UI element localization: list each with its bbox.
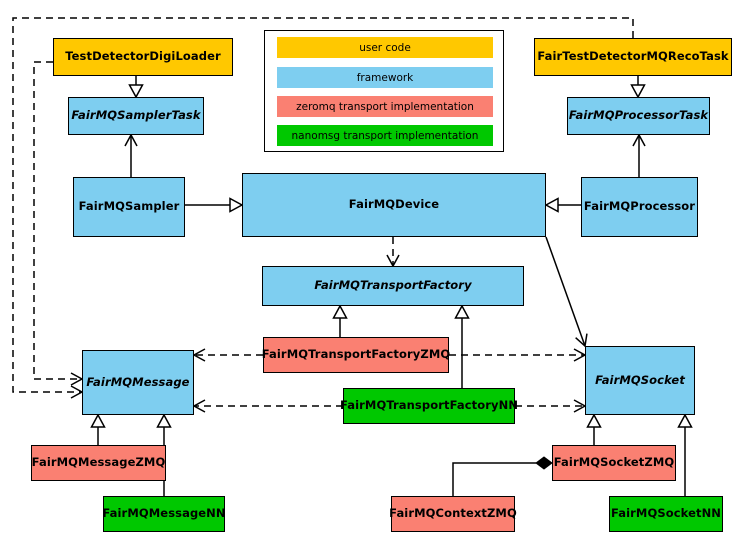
class-box-label: FairMQSamplerTask bbox=[71, 108, 201, 123]
class-box-FairMQTransportFactoryNN[interactable]: FairMQTransportFactoryNN bbox=[340, 388, 518, 424]
legend-swatch-0: user code bbox=[277, 37, 493, 58]
edge-generalization-factorynn-to-factory bbox=[454, 304, 470, 388]
legend-swatch-label: user code bbox=[359, 41, 411, 54]
legend-panel: user code framework zeromq transport imple… bbox=[264, 30, 504, 152]
edge-generalization-socketnn-to-socket bbox=[677, 413, 693, 496]
edge-generalization-socketzmq-to-socket bbox=[586, 413, 602, 445]
edge-generalization-processor-to-device bbox=[544, 197, 581, 213]
class-box-label: FairMQMessage bbox=[86, 374, 190, 389]
class-box-label: FairMQSampler bbox=[78, 199, 180, 214]
class-box-FairMQSocketNN[interactable]: FairMQSocketNN bbox=[609, 496, 723, 532]
class-box-FairMQTransportFactory[interactable]: FairMQTransportFactory bbox=[262, 266, 524, 306]
class-box-FairTestDetectorMQRecoTask[interactable]: FairTestDetectorMQRecoTask bbox=[534, 38, 732, 76]
edge-dependency-factorynn-to-socket bbox=[515, 399, 587, 413]
edge-dependency-device-to-transportfactory bbox=[386, 237, 400, 268]
edge-generalization-digiloader-to-samplertask bbox=[128, 76, 144, 99]
class-box-FairMQContextZMQ[interactable]: FairMQContextZMQ bbox=[389, 496, 517, 532]
edge-association-sampler-to-samplertask bbox=[124, 133, 138, 177]
class-box-FairMQSocket[interactable]: FairMQSocket bbox=[585, 346, 695, 415]
class-box-FairMQMessageZMQ[interactable]: FairMQMessageZMQ bbox=[31, 445, 166, 481]
class-box-label: FairMQDevice bbox=[348, 197, 440, 212]
edge-generalization-messagezmq-to-message bbox=[90, 413, 106, 445]
legend-swatch-3: nanomsg transport implementation bbox=[277, 125, 493, 146]
class-box-label: FairMQProcessor bbox=[583, 199, 696, 214]
legend-swatch-label: nanomsg transport implementation bbox=[291, 129, 479, 142]
legend-swatch-label: framework bbox=[356, 71, 414, 84]
class-box-TestDetectorDigiLoader[interactable]: TestDetectorDigiLoader bbox=[53, 38, 233, 76]
class-box-FairMQProcessorTask[interactable]: FairMQProcessorTask bbox=[567, 97, 710, 135]
class-box-FairMQProcessor[interactable]: FairMQProcessor bbox=[581, 177, 698, 237]
edge-dependency-factoryzmq-to-message bbox=[192, 348, 263, 362]
class-box-label: FairTestDetectorMQRecoTask bbox=[537, 49, 729, 64]
class-box-label: FairMQTransportFactory bbox=[314, 278, 472, 293]
edge-generalization-factoryzmq-to-factory bbox=[332, 304, 348, 337]
legend-swatch-label: zeromq transport implementation bbox=[296, 100, 474, 113]
class-box-FairMQMessage[interactable]: FairMQMessage bbox=[82, 350, 194, 415]
class-box-label: FairMQTransportFactoryNN bbox=[339, 398, 519, 413]
class-box-label: FairMQSocket bbox=[595, 372, 685, 387]
class-box-FairMQTransportFactoryZMQ[interactable]: FairMQTransportFactoryZMQ bbox=[262, 337, 450, 373]
class-box-label: FairMQProcessorTask bbox=[568, 108, 709, 123]
edge-generalization-recotask-to-processortask bbox=[630, 76, 646, 99]
edge-generalization-sampler-to-device bbox=[185, 197, 244, 213]
class-box-FairMQSamplerTask[interactable]: FairMQSamplerTask bbox=[68, 97, 204, 135]
edge-association-device-to-socket bbox=[545, 236, 588, 348]
legend-swatch-1: framework bbox=[277, 67, 493, 88]
class-box-label: FairMQTransportFactoryZMQ bbox=[261, 347, 451, 362]
class-box-label: FairMQMessageZMQ bbox=[31, 455, 166, 470]
class-box-FairMQSampler[interactable]: FairMQSampler bbox=[73, 177, 185, 237]
class-box-FairMQDevice[interactable]: FairMQDevice bbox=[242, 173, 546, 237]
class-box-label: FairMQSocketNN bbox=[610, 506, 722, 521]
edge-association-processor-to-processortask bbox=[632, 133, 646, 177]
edge-composition-contextzmq-to-socketzmq bbox=[452, 456, 553, 496]
edge-dependency-factorynn-to-message bbox=[192, 399, 343, 413]
class-box-FairMQSocketZMQ[interactable]: FairMQSocketZMQ bbox=[552, 445, 676, 481]
class-box-label: FairMQContextZMQ bbox=[389, 506, 517, 521]
class-box-label: FairMQMessageNN bbox=[102, 506, 226, 521]
class-box-label: FairMQSocketZMQ bbox=[553, 455, 675, 470]
edge-dependency-factoryzmq-to-socket bbox=[449, 348, 587, 362]
class-box-FairMQMessageNN[interactable]: FairMQMessageNN bbox=[102, 496, 226, 532]
class-box-label: TestDetectorDigiLoader bbox=[65, 49, 221, 64]
legend-swatch-2: zeromq transport implementation bbox=[277, 96, 493, 117]
